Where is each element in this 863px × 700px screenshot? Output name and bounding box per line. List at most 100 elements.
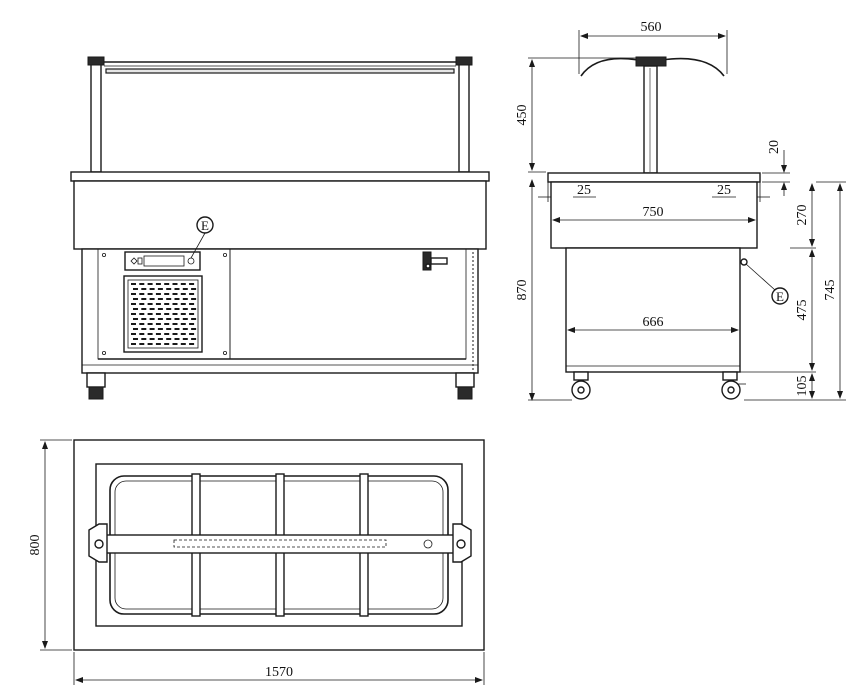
vent-slot [166, 288, 172, 290]
dim-edge-left: 25 [577, 183, 591, 198]
dim-cabinet-width: 666 [643, 315, 664, 330]
vent-slot [191, 298, 197, 300]
vent-slot [191, 318, 197, 320]
vent-slot [191, 328, 197, 330]
vent-slot [141, 328, 147, 330]
front-vent-grille [123, 275, 203, 353]
vent-slot [133, 288, 138, 290]
plan-dimensions: 800 1570 [28, 439, 485, 685]
vent-slot [157, 308, 163, 310]
dim-tank-width: 750 [643, 205, 664, 220]
vent-slot [141, 298, 147, 300]
vent-slot [147, 333, 153, 335]
vent-slot [133, 328, 138, 330]
vent-slot [180, 313, 186, 315]
vent-slot [131, 283, 136, 285]
side-counter-top [547, 172, 761, 249]
vent-slot [182, 328, 188, 330]
dim-total-height: 870 [515, 280, 530, 301]
dim-tank-depth: 270 [795, 205, 810, 226]
vent-slot [189, 283, 195, 285]
dim-top-thickness: 20 [767, 140, 782, 154]
vent-slot [174, 298, 180, 300]
vent-slot [139, 343, 145, 345]
vent-slot [189, 303, 195, 305]
vent-slot [139, 303, 145, 305]
vent-slot [180, 283, 186, 285]
front-callout-label: E [201, 218, 209, 233]
vent-slot [149, 318, 155, 320]
vent-slot [182, 308, 188, 310]
vent-slot [180, 303, 186, 305]
vent-slot [155, 323, 161, 325]
vent-slot [139, 313, 145, 315]
vent-slot [155, 303, 161, 305]
vent-slot [133, 308, 138, 310]
side-view: E 560 450 870 25 [515, 20, 846, 401]
vent-slot [149, 328, 155, 330]
vent-slot [149, 288, 155, 290]
plan-view: 800 1570 [28, 439, 485, 685]
dim-lower-height: 745 [823, 280, 838, 301]
vent-slot [189, 323, 195, 325]
vent-slot [139, 333, 145, 335]
vent-slot [166, 328, 172, 330]
side-sneeze-guard [580, 56, 725, 174]
vent-slot [191, 338, 197, 340]
vent-slot [180, 323, 186, 325]
side-cabinet [565, 247, 748, 373]
vent-slot [182, 298, 188, 300]
dim-wheel-height: 105 [795, 376, 810, 397]
vent-slot [166, 298, 172, 300]
vent-slot [141, 308, 147, 310]
drain-tap [422, 251, 448, 271]
vent-slot [149, 338, 155, 340]
vent-slot [189, 333, 195, 335]
vent-slot [133, 318, 138, 320]
vent-slot [164, 333, 170, 335]
vent-slot [180, 293, 186, 295]
vent-slot [141, 318, 147, 320]
vent-slot [166, 338, 172, 340]
vent-slot [166, 308, 172, 310]
vent-slot [139, 293, 145, 295]
vent-slot [157, 298, 163, 300]
vent-slot [141, 338, 147, 340]
vent-slot [157, 318, 163, 320]
vent-slot [131, 333, 136, 335]
vent-slot [155, 343, 161, 345]
vent-slot [174, 308, 180, 310]
vent-slot [166, 318, 172, 320]
vent-slot [164, 343, 170, 345]
dim-plan-depth: 800 [28, 535, 43, 556]
vent-slot [182, 318, 188, 320]
plan-hood-beam [88, 523, 472, 563]
vent-slot [164, 283, 170, 285]
vent-slot [139, 283, 145, 285]
vent-slot [133, 298, 138, 300]
vent-slot [172, 283, 178, 285]
vent-slot [157, 338, 163, 340]
front-sneeze-guard [87, 56, 473, 173]
vent-slot [131, 303, 136, 305]
vent-slot [172, 293, 178, 295]
side-callout-label: E [776, 289, 784, 304]
vent-slot [147, 343, 153, 345]
vent-slot [180, 333, 186, 335]
vent-slot [174, 318, 180, 320]
vent-slot [182, 338, 188, 340]
vent-slot [189, 313, 195, 315]
front-feet [86, 372, 475, 400]
side-dimensions: 560 450 870 25 25 750 [515, 20, 846, 401]
vent-slot [139, 323, 145, 325]
vent-slot [147, 313, 153, 315]
vent-slot [131, 293, 136, 295]
vent-slot [164, 293, 170, 295]
front-counter-top [70, 171, 490, 250]
vent-slot [155, 313, 161, 315]
vent-slot [172, 333, 178, 335]
vent-slot [182, 288, 188, 290]
front-control-panel [124, 251, 201, 271]
vent-slot [147, 283, 153, 285]
